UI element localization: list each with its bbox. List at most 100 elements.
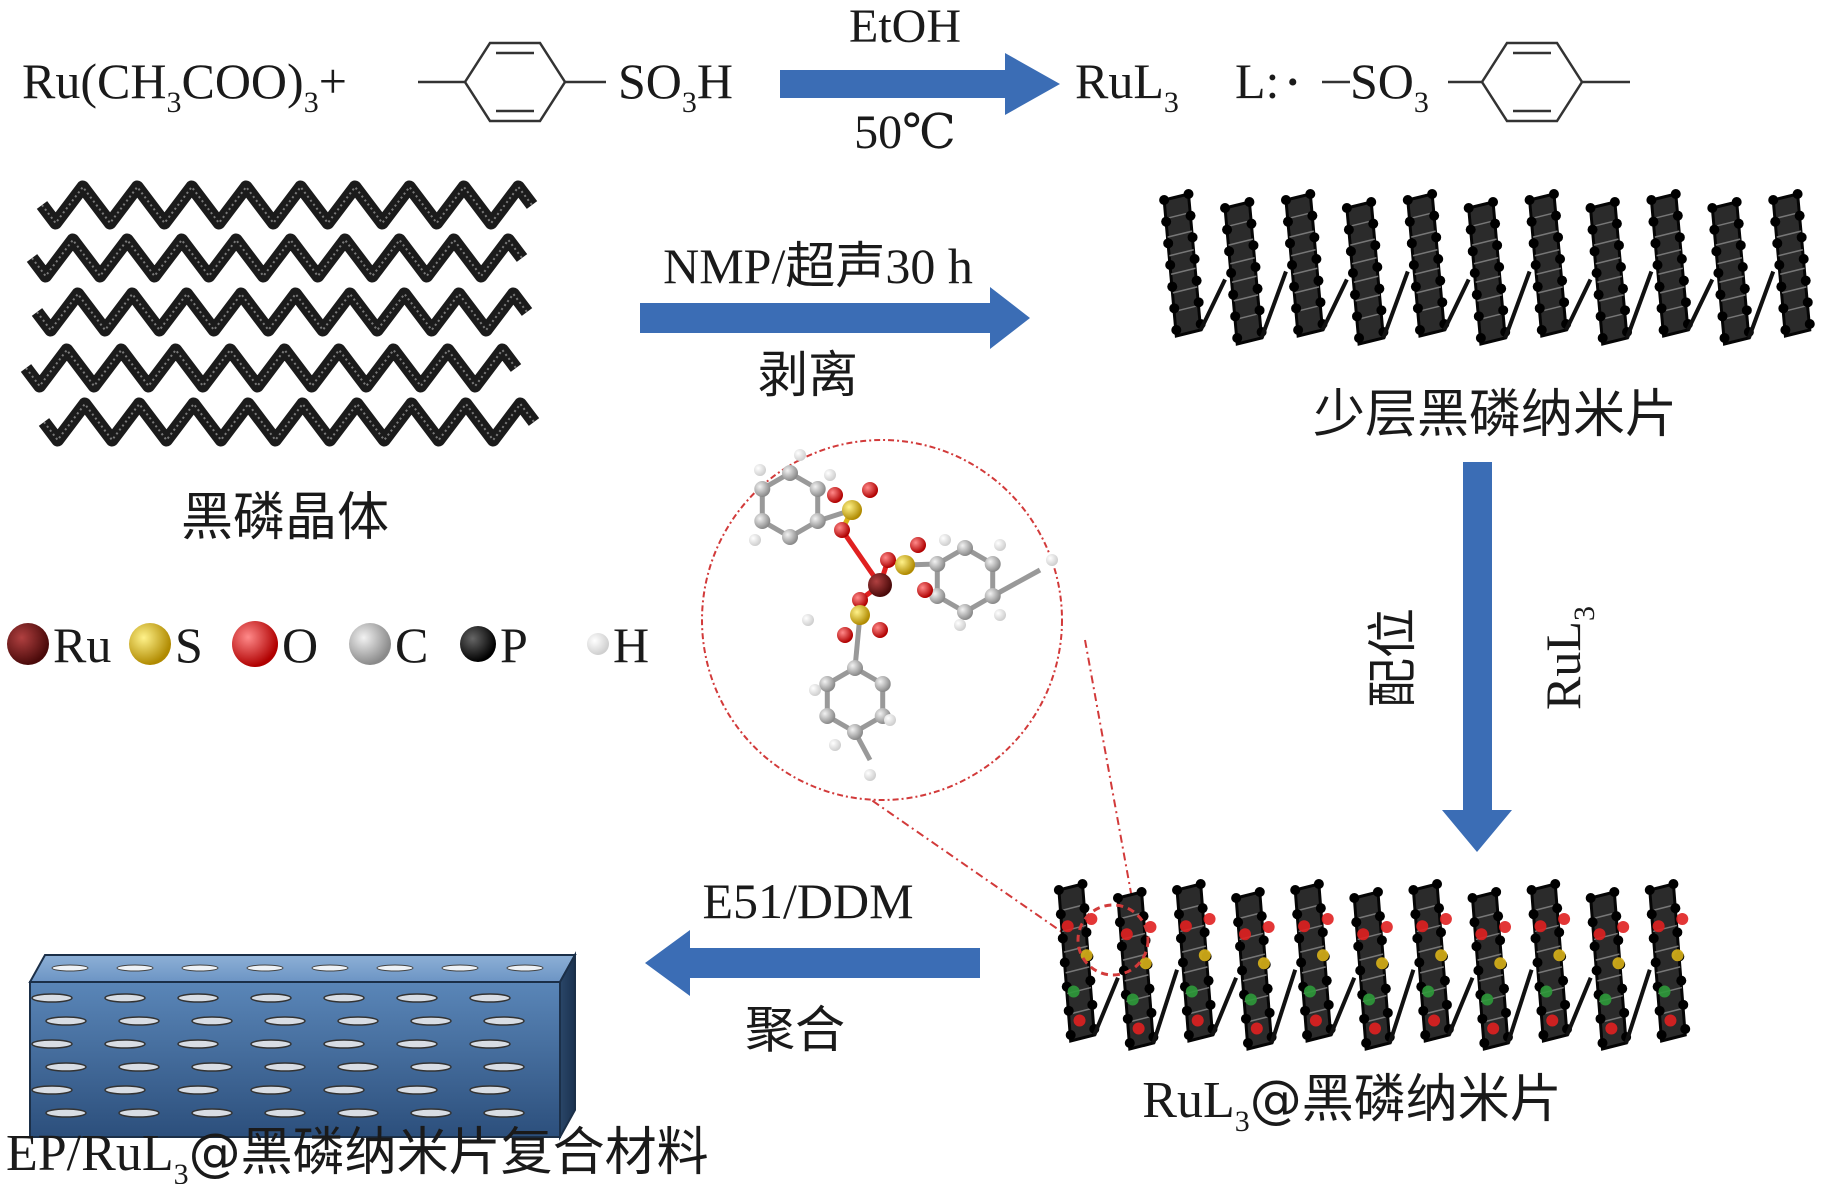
p-atom bbox=[1313, 879, 1324, 889]
p-atom bbox=[1351, 917, 1362, 928]
p-atom bbox=[1305, 189, 1316, 199]
p-atom bbox=[1408, 260, 1419, 270]
p-atom bbox=[1595, 311, 1606, 322]
bp-layer-highlight bbox=[31, 238, 523, 278]
p-atom bbox=[1617, 983, 1628, 994]
rul3-decoration bbox=[1416, 920, 1429, 933]
p-atom bbox=[1597, 333, 1608, 343]
p-atom bbox=[1235, 941, 1246, 952]
polymerization-reagents: E51/DDM bbox=[702, 873, 913, 929]
embedded-nanosheet bbox=[31, 1039, 73, 1049]
embedded-nanosheet bbox=[469, 1039, 511, 1049]
lattice-line bbox=[1599, 294, 1624, 302]
p-atom bbox=[1650, 957, 1661, 968]
p-atom bbox=[1376, 305, 1387, 316]
legend-label: S bbox=[175, 617, 203, 673]
p-atom bbox=[1620, 305, 1631, 316]
p-atom bbox=[1530, 260, 1541, 270]
p-atom bbox=[1077, 879, 1088, 889]
p-atom bbox=[1465, 224, 1476, 235]
p-atom bbox=[1370, 240, 1381, 251]
p-atom bbox=[1315, 297, 1326, 308]
p-atom bbox=[1414, 325, 1425, 335]
p-atom bbox=[1414, 957, 1425, 968]
carbon-atom bbox=[847, 724, 863, 740]
lattice-line bbox=[1471, 238, 1497, 246]
p-atom bbox=[1668, 879, 1679, 889]
legend-label: O bbox=[282, 617, 318, 673]
p-atom bbox=[1471, 941, 1482, 952]
carbon-atom bbox=[819, 676, 836, 692]
lattice-line bbox=[1719, 275, 1744, 284]
valley-bond bbox=[1381, 270, 1410, 339]
embedded-nanosheet bbox=[118, 1016, 160, 1026]
p-atom bbox=[1469, 268, 1480, 278]
legend-item: Ru bbox=[7, 617, 111, 673]
reaction-arrow bbox=[780, 53, 1060, 115]
p-atom bbox=[1804, 319, 1815, 329]
p-atom bbox=[1560, 999, 1571, 1010]
p-atom bbox=[1536, 1005, 1547, 1016]
valley-bond bbox=[1198, 278, 1227, 331]
p-atom bbox=[1674, 232, 1685, 243]
p-atom bbox=[1709, 224, 1720, 235]
p-atom bbox=[1768, 195, 1779, 205]
rul3-decoration bbox=[1439, 913, 1452, 925]
carbon-atom bbox=[754, 513, 771, 529]
oxygen-atom bbox=[917, 582, 933, 598]
label-coordination: 配位 bbox=[1364, 608, 1422, 708]
lattice-line bbox=[1656, 248, 1682, 257]
embedded-nanosheet bbox=[177, 993, 219, 1003]
embedded-nanosheet bbox=[246, 964, 284, 972]
p-atom bbox=[1226, 268, 1237, 278]
p-atom bbox=[1366, 197, 1377, 207]
p-atom bbox=[1187, 232, 1198, 243]
p-atom bbox=[1290, 885, 1301, 895]
p-atom bbox=[1609, 197, 1620, 207]
p-atom bbox=[1552, 903, 1563, 914]
p-atom bbox=[1770, 216, 1781, 227]
lattice-line bbox=[1593, 238, 1619, 246]
p-atom bbox=[1406, 238, 1417, 249]
exfoliation-arrow bbox=[640, 287, 1030, 349]
lattice-line bbox=[1778, 248, 1803, 257]
p-atom bbox=[1741, 305, 1752, 316]
bp-layer-highlight bbox=[36, 292, 528, 332]
p-atom bbox=[1796, 232, 1807, 243]
p-atom bbox=[1471, 289, 1482, 300]
lattice-line bbox=[1776, 230, 1802, 238]
reactant-ruthenium-acetate: Ru(CH3COO)3+ bbox=[22, 53, 347, 119]
p-atom bbox=[1593, 289, 1604, 300]
hydrogen-atom bbox=[884, 714, 896, 726]
rul3-decoration bbox=[1073, 1014, 1086, 1027]
p-atom bbox=[1289, 281, 1300, 292]
p-atom bbox=[1248, 240, 1259, 251]
p-atom bbox=[1611, 911, 1622, 922]
embedded-nanosheet bbox=[410, 1108, 452, 1118]
embedded-nanosheet bbox=[191, 1016, 233, 1026]
lattice-line bbox=[1181, 945, 1206, 953]
p-atom bbox=[1538, 1030, 1549, 1040]
bp-layer-highlight bbox=[43, 402, 535, 442]
rul3-decoration bbox=[1553, 949, 1566, 962]
ep-composite-block-image bbox=[28, 951, 577, 1141]
p-atom bbox=[1548, 189, 1559, 199]
p-atom bbox=[1619, 1007, 1630, 1018]
carbon-atom bbox=[809, 513, 826, 529]
p-atom bbox=[1528, 238, 1539, 249]
label-bp-crystal: 黑磷晶体 bbox=[181, 488, 389, 548]
p-atom bbox=[1345, 246, 1356, 257]
ligand-sulfonate: SO3 bbox=[1350, 53, 1429, 119]
p-atom bbox=[1280, 195, 1291, 205]
embedded-nanosheet bbox=[396, 1039, 438, 1049]
lattice-line bbox=[1416, 286, 1442, 294]
reaction-equation: Ru(CH3COO)3+ SO3H EtOH 50℃ RuL3 L:• SO3 bbox=[22, 0, 1630, 159]
p-atom bbox=[1733, 218, 1744, 229]
lattice-line bbox=[1065, 966, 1090, 974]
p-atom bbox=[1646, 909, 1657, 920]
hydrogen-atom bbox=[1046, 554, 1058, 566]
embedded-nanosheet bbox=[177, 1085, 219, 1095]
p-atom bbox=[1258, 935, 1269, 946]
